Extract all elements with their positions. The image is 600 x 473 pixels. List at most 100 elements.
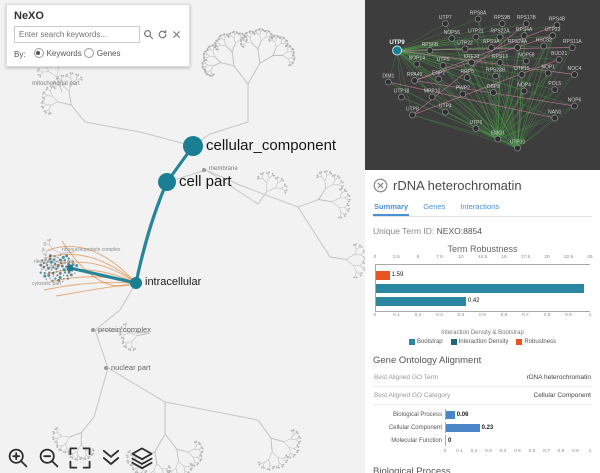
search-mode-keywords[interactable]: Keywords: [33, 48, 82, 58]
network-node[interactable]: [439, 62, 447, 69]
fit-screen-icon[interactable]: [68, 446, 92, 470]
network-edge: [517, 72, 549, 149]
ontology-node[interactable]: [183, 136, 203, 156]
network-node[interactable]: [384, 78, 392, 86]
network-edge: [497, 62, 501, 140]
go-term-row: Best Aligned GO Term rDNA heterochromati…: [373, 369, 592, 387]
network-node[interactable]: [494, 135, 502, 143]
network-node[interactable]: [472, 33, 480, 41]
go-category-row: Best Aligned GO Category Cellular Compon…: [373, 387, 592, 405]
tab-interactions[interactable]: Interactions: [460, 202, 500, 211]
zoom-in-icon[interactable]: [6, 446, 30, 470]
network-node[interactable]: [428, 93, 436, 101]
network-node-label: UTP15: [514, 66, 530, 72]
network-node[interactable]: [461, 45, 469, 53]
robustness-chart-title: Term Robustness: [447, 244, 518, 254]
network-node-label: DBP8: [487, 84, 500, 90]
network-node[interactable]: [551, 86, 559, 93]
network-node[interactable]: [520, 32, 528, 39]
network-node[interactable]: [487, 44, 495, 51]
layers-icon[interactable]: [130, 446, 154, 470]
ontology-node[interactable]: [104, 366, 108, 370]
network-edge: [397, 50, 575, 107]
axis-tick: 2.5: [393, 255, 400, 260]
network-node[interactable]: [540, 42, 548, 50]
network-node[interactable]: [435, 75, 443, 83]
expand-levels-icon[interactable]: [99, 446, 123, 470]
network-node-label: RPS24A: [508, 39, 528, 45]
network-node-label: RPS22A: [490, 29, 510, 35]
unique-term-id: Unique Term ID: NEXO:8854: [373, 226, 483, 236]
network-node[interactable]: [498, 20, 506, 27]
axis-tick: 0.8: [543, 312, 551, 318]
zoom-out-icon[interactable]: [37, 446, 61, 470]
network-node-label: RPS11A: [563, 39, 582, 45]
network-node[interactable]: [472, 125, 480, 132]
network-node[interactable]: [496, 59, 504, 66]
network-node[interactable]: [426, 47, 434, 54]
network-node[interactable]: [496, 33, 504, 41]
network-node[interactable]: [520, 87, 528, 95]
network-node[interactable]: [522, 57, 530, 65]
search-mode-genes[interactable]: Genes: [83, 48, 121, 58]
axis-tick: 0.5: [479, 312, 486, 318]
close-icon[interactable]: [373, 178, 388, 193]
axis-tick: 0.4: [499, 448, 507, 454]
network-node[interactable]: [468, 59, 475, 66]
network-node[interactable]: [571, 102, 578, 110]
network-node[interactable]: [492, 72, 499, 80]
tab-summary[interactable]: Summary: [373, 200, 410, 216]
network-edge: [401, 96, 498, 140]
network-node[interactable]: [459, 90, 467, 98]
network-node[interactable]: [514, 144, 521, 152]
tab-genes[interactable]: Genes: [423, 202, 446, 211]
ontology-node[interactable]: [91, 328, 95, 332]
radio-icon[interactable]: [33, 48, 44, 58]
network-node-label: RPS6B: [422, 42, 439, 48]
clear-icon[interactable]: [171, 29, 182, 40]
network-node[interactable]: [555, 56, 563, 63]
axis-tick: 15: [501, 255, 507, 260]
network-node-label: NOP58: [518, 53, 535, 59]
network-node[interactable]: [413, 60, 421, 68]
network-node[interactable]: [551, 114, 559, 122]
search-icon[interactable]: [143, 29, 154, 40]
search-input[interactable]: [14, 26, 140, 43]
ontology-node[interactable]: [202, 168, 206, 172]
network-node[interactable]: [549, 32, 556, 39]
network-node[interactable]: [518, 71, 526, 78]
network-edge: [517, 45, 545, 149]
network-node[interactable]: [490, 89, 497, 96]
ontology-node[interactable]: [158, 173, 176, 191]
network-node[interactable]: [448, 35, 456, 42]
ontology-node[interactable]: [130, 277, 142, 289]
network-edge: [493, 92, 518, 149]
network-node[interactable]: [474, 15, 482, 23]
network-edge: [431, 96, 518, 149]
reset-icon[interactable]: [157, 29, 168, 40]
network-node[interactable]: [568, 44, 576, 51]
network-node[interactable]: [514, 44, 521, 51]
radio-icon[interactable]: [83, 48, 94, 58]
network-node[interactable]: [441, 20, 449, 27]
network-node[interactable]: [411, 77, 418, 84]
network-node[interactable]: [553, 21, 561, 29]
network-node[interactable]: [409, 111, 416, 119]
network-node[interactable]: [441, 108, 449, 116]
network-node[interactable]: [463, 74, 471, 81]
network-node[interactable]: [392, 45, 403, 56]
network-node[interactable]: [571, 71, 578, 78]
legend-swatch-icon: [516, 339, 523, 345]
network-node[interactable]: [398, 93, 405, 101]
network-node[interactable]: [544, 69, 552, 77]
axis-tick: 0.1: [393, 312, 400, 318]
search-panel: NeXO By: Keywords Genes: [6, 4, 190, 67]
axis-tick: 0.2: [470, 448, 478, 454]
network-node[interactable]: [522, 20, 530, 27]
